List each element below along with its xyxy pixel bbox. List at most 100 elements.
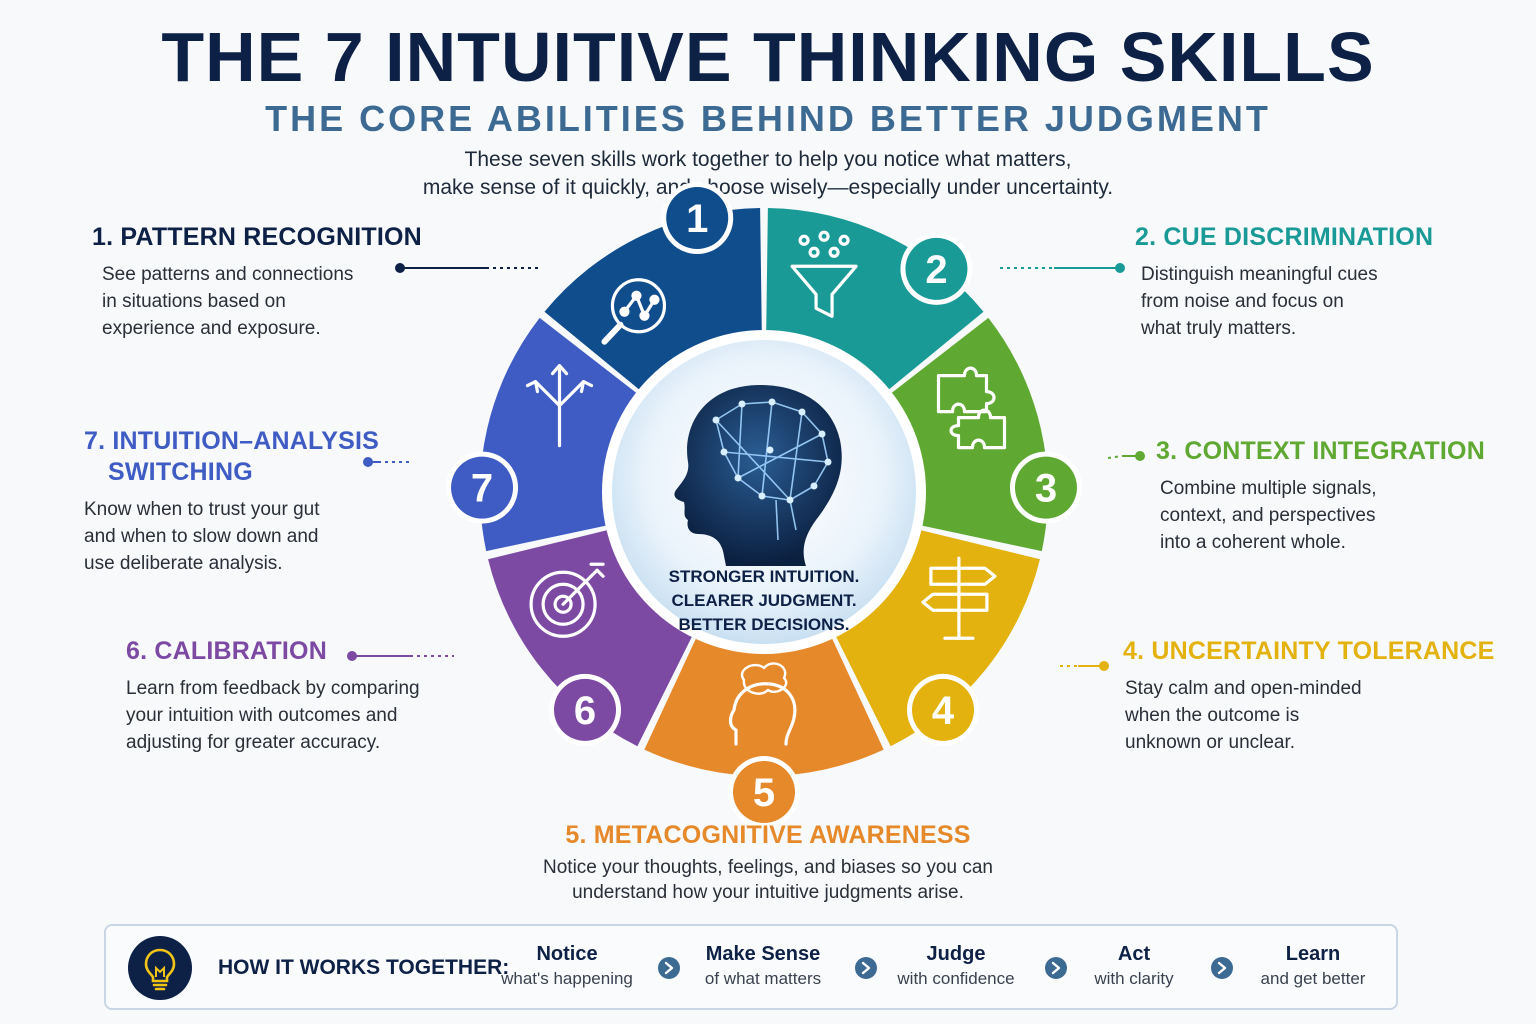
skill-desc-line: adjusting for greater accuracy. [126, 732, 381, 753]
split-arrows-icon [525, 364, 594, 448]
skill-heading: 1. PATTERN RECOGNITION [92, 223, 422, 251]
segment-4 [834, 529, 1040, 747]
skill-heading: 7. INTUITION–ANALYSIS [84, 427, 379, 455]
skill-desc-line: into a coherent whole. [1160, 532, 1346, 553]
skill-desc-line: from noise and focus on [1141, 291, 1344, 312]
badge-number: 4 [932, 689, 955, 733]
badge-5: 5 [728, 756, 800, 828]
center-line: CLEARER JUDGMENT. [671, 591, 856, 610]
step-judge: Judge with confidence [871, 942, 1041, 992]
intro-line: make sense of it quickly, and choose wis… [422, 176, 1114, 199]
skill-desc-line: Distinguish meaningful cues [1141, 264, 1378, 285]
step-title: Judge [926, 943, 986, 965]
skill-description: Combine multiple signals, context, and p… [1156, 475, 1485, 556]
skill-heading: 3. CONTEXT INTEGRATION [1156, 437, 1485, 465]
page-title: THE 7 INTUITIVE THINKING SKILLS [161, 18, 1375, 96]
skill-1-text: 1. PATTERN RECOGNITION See patterns and … [92, 222, 422, 342]
arrow-right-icon [1211, 957, 1233, 979]
arrow-right-icon [855, 957, 877, 979]
step-make-sense: Make Sense of what matters [678, 942, 848, 992]
badge-4: 4 [906, 673, 979, 746]
skill-desc-line: when the outcome is [1125, 705, 1300, 726]
skill-desc-line: understand how your intuitive judgments … [572, 882, 964, 903]
brain-head-icon [674, 385, 842, 566]
segment-5 [644, 635, 884, 776]
skill-desc-line: Combine multiple signals, [1160, 478, 1377, 499]
skill-desc-line: your intuition with outcomes and [126, 705, 398, 726]
badge-number: 7 [471, 467, 493, 511]
skill-desc-line: Know when to trust your gut [84, 499, 320, 520]
step-title: Make Sense [705, 943, 821, 965]
skill-desc-line: See patterns and connections [102, 264, 354, 285]
badge-number: 1 [686, 197, 708, 241]
lightbulb-icon [128, 936, 192, 1000]
skill-desc-line: Stay calm and open-minded [1125, 678, 1362, 699]
segment-2 [766, 208, 984, 392]
step-title: Notice [536, 943, 598, 965]
skill-desc-line: experience and exposure. [102, 318, 321, 339]
how-it-works-label: HOW IT WORKS TOGETHER: [218, 956, 510, 979]
skill-3-text: 3. CONTEXT INTEGRATION Combine multiple … [1156, 436, 1485, 556]
skill-description: Distinguish meaningful cues from noise a… [1135, 261, 1433, 342]
puzzle-icon [936, 366, 1007, 450]
badge-number: 6 [574, 689, 596, 733]
skill-desc-line: unknown or unclear. [1125, 732, 1296, 753]
step-title: Act [1117, 943, 1151, 965]
step-subtitle: and get better [1260, 969, 1366, 988]
step-notice: Notice what's happening [482, 942, 652, 992]
connector-dot [363, 457, 373, 467]
step-title: Learn [1285, 943, 1341, 965]
thinking-head-icon [728, 662, 797, 746]
skill-desc-line: Notice your thoughts, feelings, and bias… [543, 857, 993, 878]
badge-6: 6 [549, 673, 622, 746]
badge-2: 2 [900, 232, 973, 305]
how-it-works-bar: HOW IT WORKS TOGETHER: Notice what's hap… [104, 924, 1398, 1010]
step-subtitle: what's happening [501, 969, 633, 988]
page-subtitle: THE CORE ABILITIES BEHIND BETTER JUDGMEN… [265, 98, 1271, 139]
skill-heading: 6. CALIBRATION [126, 637, 327, 665]
step-learn: Learn and get better [1228, 942, 1398, 992]
magnifier-network-icon [601, 278, 667, 345]
skill-heading: 2. CUE DISCRIMINATION [1135, 223, 1434, 251]
skill-4-text: 4. UNCERTAINTY TOLERANCE Stay calm and o… [1123, 636, 1495, 756]
skill-description: Know when to trust your gut and when to … [84, 496, 379, 577]
skill-desc-line: context, and perspectives [1160, 505, 1376, 526]
connector-dot [347, 651, 357, 661]
skill-desc-line: use deliberate analysis. [84, 553, 283, 574]
skill-description: Notice your thoughts, feelings, and bias… [468, 855, 1068, 905]
badge-7: 7 [446, 451, 519, 524]
center-line: BETTER DECISIONS. [679, 615, 850, 634]
badge-number: 5 [753, 771, 775, 815]
step-subtitle: with clarity [1094, 969, 1174, 988]
intro-text: These seven skills work together to help… [0, 146, 1536, 202]
skill-heading-line2: SWITCHING [108, 458, 253, 486]
badge-number: 2 [925, 248, 947, 292]
skill-2-text: 2. CUE DISCRIMINATION Distinguish meanin… [1135, 222, 1433, 342]
funnel-icon [790, 230, 858, 318]
signpost-icon [921, 556, 997, 640]
skill-description: Stay calm and open-minded when the outco… [1123, 675, 1495, 756]
arrow-right-icon [1045, 957, 1067, 979]
skill-description: See patterns and connections in situatio… [92, 261, 422, 342]
center-line: STRONGER INTUITION. [669, 567, 860, 586]
badge-1: 1 [661, 182, 734, 255]
connector-dot [395, 263, 405, 273]
badge-3: 3 [1009, 451, 1082, 524]
target-arrow-icon [529, 562, 605, 638]
skill-7-text: 7. INTUITION–ANALYSIS SWITCHING Know whe… [84, 426, 379, 577]
connector-dot [1135, 451, 1145, 461]
step-subtitle: with confidence [897, 969, 1015, 988]
badge-number: 3 [1035, 467, 1057, 511]
arrow-right-icon [658, 957, 680, 979]
connector-dot [1099, 661, 1109, 671]
skill-desc-line: Learn from feedback by comparing [126, 678, 420, 699]
skill-desc-line: in situations based on [102, 291, 286, 312]
skill-description: Learn from feedback by comparing your in… [126, 675, 420, 756]
skill-heading: 4. UNCERTAINTY TOLERANCE [1123, 637, 1495, 665]
skill-desc-line: and when to slow down and [84, 526, 319, 547]
skill-heading: 5. METACOGNITIVE AWARENESS [565, 821, 971, 849]
skill-6-text: 6. CALIBRATION Learn from feedback by co… [126, 636, 420, 756]
skill-desc-line: what truly matters. [1141, 318, 1297, 339]
connector-dots [1107, 455, 1123, 459]
